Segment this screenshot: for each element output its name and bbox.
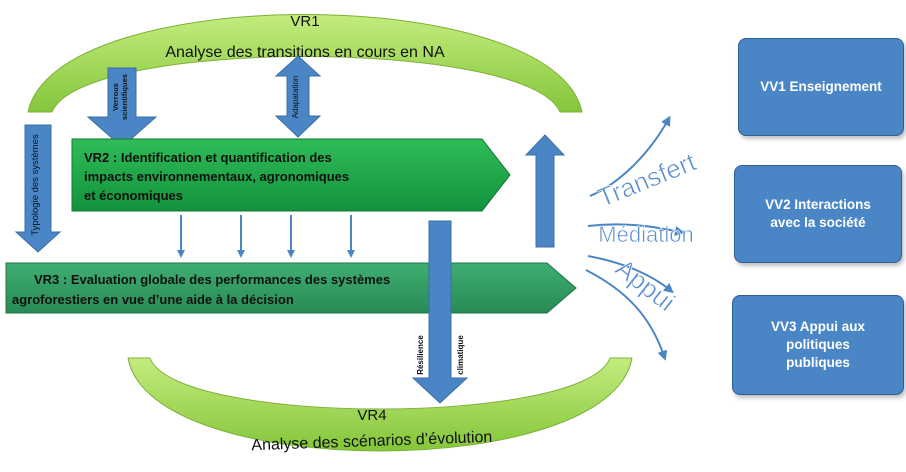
vr3-line2: agroforestiers en vue d’une aide à la dé… [12,292,294,307]
typologie-label: Typologie des systèmes [30,134,41,236]
adaptation-arrow [274,55,322,138]
adaptation-label: Adapatation [291,76,300,119]
resilience-label: Résilience [416,335,425,375]
vv2-box: VV2 Interactions avec la société [734,165,902,263]
vr1-title: Analyse des transitions en cours en NA [165,44,445,61]
vv1-label: VV1 Enseignement [760,78,882,94]
mediation-curve [587,223,685,236]
vr1-code: VR1 [290,13,319,30]
vr2-line3: et économiques [84,188,183,203]
vr2-line1: VR2 : Identification et quantification d… [84,150,332,165]
vv2-label: VV2 Interactions avec la société [765,196,871,230]
verrous-label-1: Verrous [111,83,120,111]
vr2-line2: impacts environnementaux, agronomiques [84,169,349,184]
appui-curve-b [585,269,668,361]
appui-curve-a [587,255,674,294]
vv3-label: VV3 Appui aux politiques publiques [770,318,866,371]
vr4-arc [127,357,633,452]
verrous-arrow [86,67,158,148]
vr1-arc [27,14,583,113]
up-arrow [524,134,566,248]
mediation-label: Médiation [598,222,693,247]
vr4-code: VR4 [357,407,386,424]
climatique-label: climatique [456,335,465,375]
vv3-box: VV3 Appui aux politiques publiques [732,295,904,395]
verrous-label-2: scientifiques [120,74,129,120]
typologie-arrow [14,124,62,253]
vv1-box: VV1 Enseignement [738,38,904,136]
vr2-box [71,138,511,212]
vr3-line1: VR3 : Evaluation globale des performance… [34,272,390,287]
appui-label: Appui [610,253,681,318]
transfert-curve [589,115,671,197]
resilience-arrow [411,220,469,404]
transfert-label: Transfert [593,146,701,213]
